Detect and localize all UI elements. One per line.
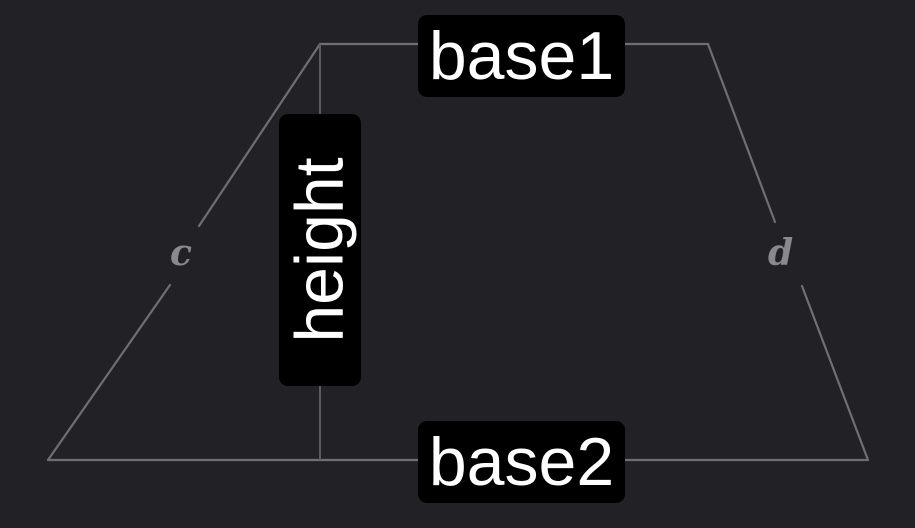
left-side-lower-line (46, 283, 172, 462)
base2-label: base2 (418, 421, 625, 503)
right-side-lower-line (800, 284, 870, 462)
height-label: height (279, 114, 361, 386)
height-label-text: height (282, 157, 358, 343)
right-side-upper-line (706, 42, 777, 224)
base1-label: base1 (418, 15, 625, 97)
side-label-d: d (768, 232, 793, 274)
side-label-c: c (170, 232, 192, 274)
left-side-upper-line (197, 42, 322, 228)
base1-label-text: base1 (428, 18, 615, 94)
base2-label-text: base2 (428, 424, 615, 500)
